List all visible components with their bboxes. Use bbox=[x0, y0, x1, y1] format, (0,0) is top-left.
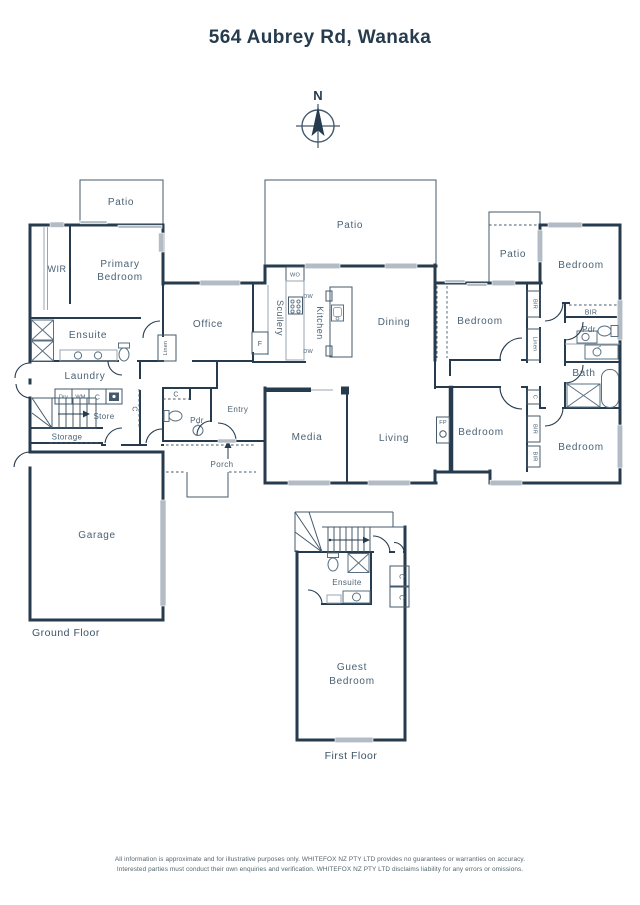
disclaimer-line-2: Interested parties must conduct their ow… bbox=[117, 866, 523, 873]
label-dw-2: DW bbox=[303, 349, 313, 355]
room-label-bath: Bath bbox=[572, 368, 595, 379]
compass-icon: N bbox=[296, 88, 340, 148]
entry-arrow bbox=[217, 438, 237, 459]
garage-internal-door bbox=[159, 499, 167, 607]
room-label-bedroom-br: Bedroom bbox=[558, 442, 603, 453]
label-dry: Dry bbox=[59, 395, 68, 401]
room-label-porch: Porch bbox=[211, 460, 234, 469]
powder-room-right-fixtures bbox=[576, 325, 619, 360]
label-wm: WM bbox=[75, 395, 85, 401]
room-label-bedroom-tc: Bedroom bbox=[457, 316, 502, 327]
powder-room-left-fixtures bbox=[163, 410, 204, 436]
stairs-ground bbox=[31, 397, 97, 429]
label-bir-3: BIR bbox=[532, 452, 538, 462]
room-label-scullery: Scullery bbox=[275, 300, 285, 336]
label-bir-1: BIR bbox=[532, 299, 538, 309]
kitchen-fixtures bbox=[251, 266, 353, 361]
label-linen-office: Linen bbox=[163, 341, 169, 356]
basin-icon bbox=[93, 351, 103, 360]
door-arcs bbox=[13, 302, 584, 468]
label-c-hall: C bbox=[131, 406, 138, 411]
basin-icon bbox=[352, 592, 361, 602]
label-fp: FP bbox=[439, 420, 447, 426]
room-label-storage: Storage bbox=[52, 433, 83, 442]
room-label-pdr-right: Pdr bbox=[582, 325, 596, 334]
door-arcs-first bbox=[307, 535, 405, 605]
first-ensuite-fixtures bbox=[326, 552, 371, 604]
room-label-ensuite: Ensuite bbox=[69, 330, 107, 341]
room-label-patio-right: Patio bbox=[500, 249, 526, 260]
toilet-icon bbox=[597, 325, 612, 337]
bathtub-icon bbox=[601, 369, 619, 408]
fireplace-icon bbox=[436, 416, 450, 444]
label-dw-1: DW bbox=[303, 294, 313, 300]
room-label-office: Office bbox=[193, 319, 223, 330]
patio-right-outline bbox=[488, 211, 541, 284]
toilet-icon bbox=[168, 410, 183, 422]
linen-closet bbox=[157, 334, 177, 362]
room-label-entry: Entry bbox=[228, 405, 249, 414]
room-label-dining: Dining bbox=[378, 317, 411, 328]
room-label-garage: Garage bbox=[78, 530, 116, 541]
room-label-ff-ensuite: Ensuite bbox=[332, 578, 362, 587]
wir-rail bbox=[43, 226, 48, 310]
label-ff-c-top: C bbox=[398, 574, 405, 579]
tub-icon bbox=[592, 347, 602, 357]
page-title: 564 Aubrey Rd, Wanaka bbox=[209, 27, 431, 48]
basin-icon bbox=[73, 351, 83, 360]
toilet-icon bbox=[327, 557, 339, 572]
media-header-wall bbox=[265, 387, 311, 392]
label-fridge: F bbox=[258, 341, 263, 348]
exterior-walls bbox=[28, 223, 622, 622]
porch-steps bbox=[186, 472, 229, 498]
room-label-primary-1: Primary bbox=[100, 259, 139, 270]
label-bir-2: BIR bbox=[532, 424, 538, 434]
first-floor-plan: Ensuite C C Guest Bedroom First Floor bbox=[294, 511, 410, 762]
room-label-media: Media bbox=[292, 432, 323, 443]
room-label-wir: WIR bbox=[48, 264, 67, 274]
compass-north-label: N bbox=[313, 88, 322, 103]
room-label-laundry: Laundry bbox=[64, 371, 105, 382]
label-wall-oven: WO bbox=[290, 273, 300, 279]
windows bbox=[49, 220, 624, 607]
first-floor-label: First Floor bbox=[325, 750, 378, 762]
label-linen-hall: Linen bbox=[532, 337, 538, 352]
label-c-col: C bbox=[532, 395, 538, 399]
disclaimer-line-1: All information is approximate and for i… bbox=[115, 856, 525, 863]
stairs-first bbox=[294, 511, 405, 553]
room-label-store: Store bbox=[93, 412, 114, 421]
room-label-guest-1: Guest bbox=[337, 662, 367, 673]
room-label-living: Living bbox=[379, 433, 409, 444]
fridge-box bbox=[251, 331, 269, 355]
room-label-primary-2: Bedroom bbox=[97, 272, 142, 283]
toilet-icon bbox=[118, 342, 130, 362]
label-bir-robe: BIR bbox=[585, 310, 598, 317]
ensuite-fixtures bbox=[31, 319, 130, 362]
room-label-patio-center: Patio bbox=[337, 220, 363, 231]
room-label-guest-2: Bedroom bbox=[329, 676, 374, 687]
kitchen-island bbox=[329, 286, 353, 358]
room-label-patio-left: Patio bbox=[108, 197, 134, 208]
ground-floor-plan: Patio WIR Primary Bedroom Ensuite Laundr… bbox=[13, 179, 624, 639]
room-label-bedroom-bc: Bedroom bbox=[458, 427, 503, 438]
robe-columns bbox=[526, 290, 541, 468]
column-post bbox=[341, 386, 349, 395]
basin-icon bbox=[581, 332, 590, 342]
label-c-entry: C bbox=[173, 392, 178, 399]
room-label-pdr-left: Pdr bbox=[190, 416, 204, 425]
sink-icon bbox=[331, 304, 344, 322]
bathroom-fixtures bbox=[566, 369, 619, 408]
room-label-kitchen: Kitchen bbox=[315, 306, 325, 340]
label-c-laundry: C bbox=[95, 395, 100, 402]
label-ff-c-bottom: C bbox=[398, 595, 405, 600]
room-label-bedroom-tr: Bedroom bbox=[558, 260, 603, 271]
ground-floor-label: Ground Floor bbox=[32, 627, 100, 639]
